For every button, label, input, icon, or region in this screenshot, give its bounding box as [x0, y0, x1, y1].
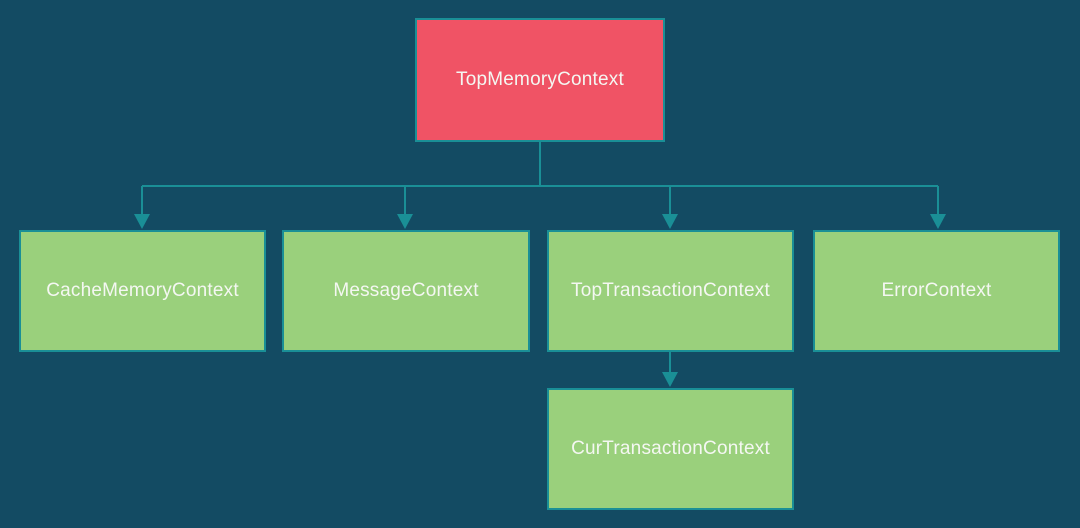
node-label-top-transaction-context: TopTransactionContext: [571, 280, 770, 301]
node-top-transaction-context[interactable]: TopTransactionContext: [547, 230, 794, 352]
arrowhead-curtransaction: [662, 372, 678, 387]
node-message-context[interactable]: MessageContext: [282, 230, 530, 352]
node-cur-transaction-context[interactable]: CurTransactionContext: [547, 388, 794, 510]
node-label-cache-memory-context: CacheMemoryContext: [46, 280, 239, 301]
node-error-context[interactable]: ErrorContext: [813, 230, 1060, 352]
node-label-message-context: MessageContext: [333, 280, 479, 301]
arrowhead-error: [930, 214, 946, 229]
arrowhead-cache: [134, 214, 150, 229]
node-top-memory-context[interactable]: TopMemoryContext: [415, 18, 665, 142]
node-label-error-context: ErrorContext: [881, 280, 992, 301]
node-label-cur-transaction-context: CurTransactionContext: [571, 438, 770, 459]
arrowhead-toptransaction: [662, 214, 678, 229]
arrowhead-message: [397, 214, 413, 229]
node-cache-memory-context[interactable]: CacheMemoryContext: [19, 230, 266, 352]
node-label-top-memory-context: TopMemoryContext: [456, 69, 624, 90]
